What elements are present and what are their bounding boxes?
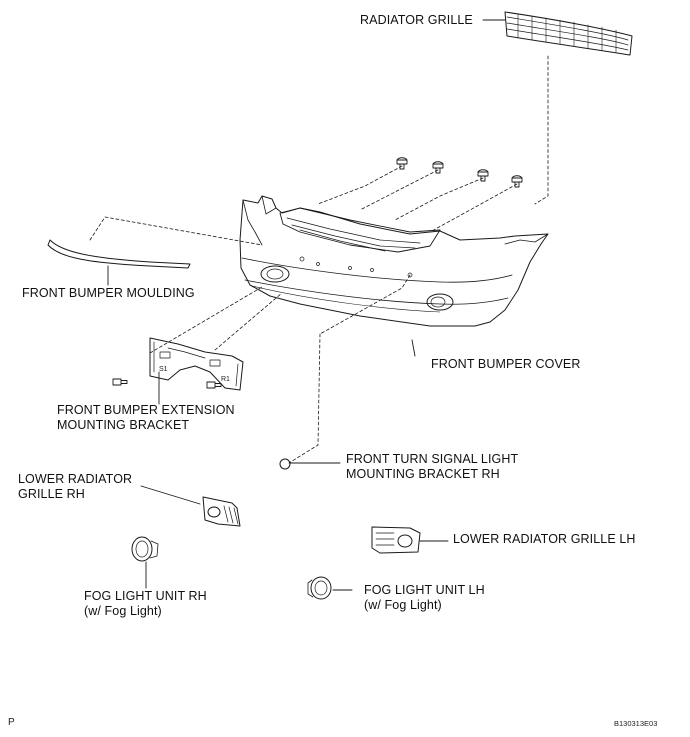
lower-radiator-grille-rh-part xyxy=(202,496,241,527)
fog-light-lh-part xyxy=(307,576,332,600)
bracket-mark-left: S1 xyxy=(159,366,168,373)
fog-light-rh-part xyxy=(131,536,159,562)
lower-radiator-grille-lh-part xyxy=(371,526,421,554)
label-front-bumper-cover: FRONT BUMPER COVER xyxy=(431,357,581,371)
label-lower-grille-lh: LOWER RADIATOR GRILLE LH xyxy=(453,532,636,546)
label-fog-lh-line1: FOG LIGHT UNIT LH xyxy=(364,583,485,597)
page-mark: P xyxy=(8,717,15,728)
label-front-bumper-moulding: FRONT BUMPER MOULDING xyxy=(22,286,195,300)
turn-signal-bracket-part xyxy=(279,458,291,470)
leader-lines xyxy=(107,19,506,591)
label-turn-signal-bracket-line2: MOUNTING BRACKET RH xyxy=(346,467,500,481)
bracket-mark-right: R1 xyxy=(221,376,230,383)
figure-code: B130313E03 xyxy=(614,719,658,728)
label-turn-signal-bracket-line1: FRONT TURN SIGNAL LIGHT xyxy=(346,452,519,466)
label-radiator-grille: RADIATOR GRILLE xyxy=(360,13,473,27)
label-lower-grille-rh-line2: GRILLE RH xyxy=(18,487,85,501)
label-fog-rh-line2: (w/ Fog Light) xyxy=(84,604,162,618)
clips xyxy=(396,157,523,188)
label-extension-bracket-line2: MOUNTING BRACKET xyxy=(57,418,190,432)
label-fog-rh-line1: FOG LIGHT UNIT RH xyxy=(84,589,207,603)
front-bumper-moulding-part xyxy=(47,239,191,269)
radiator-grille-part xyxy=(504,11,633,56)
extension-bracket-part xyxy=(112,337,244,391)
label-extension-bracket-line1: FRONT BUMPER EXTENSION xyxy=(57,403,235,417)
label-fog-lh-line2: (w/ Fog Light) xyxy=(364,598,442,612)
front-bumper-cover-part xyxy=(239,195,549,327)
label-lower-grille-rh-line1: LOWER RADIATOR xyxy=(18,472,133,486)
